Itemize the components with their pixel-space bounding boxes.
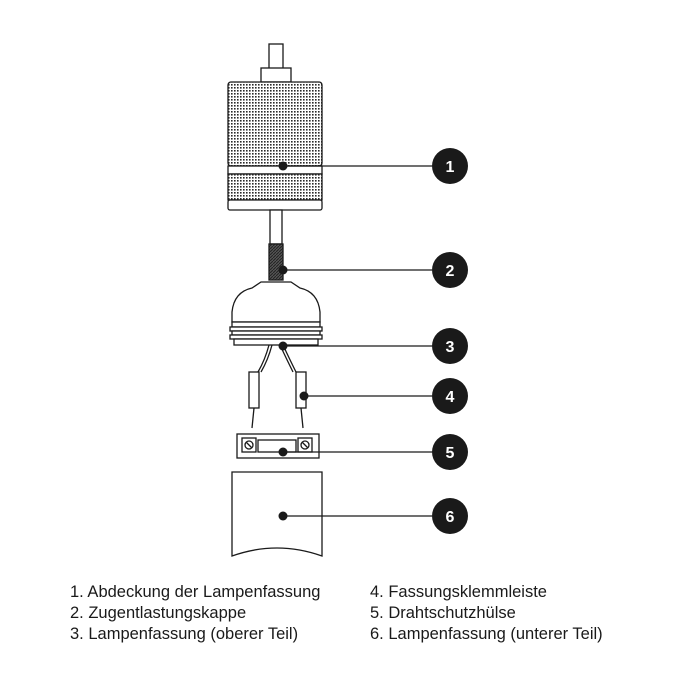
part-3-socket-upper [229, 281, 323, 373]
legend-item-5: 5. Drahtschutzhülse [370, 604, 516, 622]
callout-number: 5 [446, 445, 455, 462]
part-1-cover [227, 43, 323, 245]
part-6-socket-lower [231, 471, 323, 557]
leader-dots [278, 161, 309, 521]
legend-item-2: 2. Zugentlastungskappe [70, 604, 247, 622]
legend-item-3: 3. Lampenfassung (oberer Teil) [70, 625, 299, 643]
callout-number: 6 [446, 509, 455, 526]
callout-number: 2 [446, 263, 455, 280]
callout-number: 3 [446, 339, 455, 356]
callout-5: 5 [432, 434, 468, 470]
callout-1: 1 [432, 148, 468, 184]
part-4-terminal-strip [248, 371, 307, 429]
callout-number: 4 [446, 389, 455, 406]
callout-3: 3 [432, 328, 468, 364]
legend-item-6: 6. Lampenfassung (unterer Teil) [370, 625, 603, 643]
legend-item-1: 1. Abdeckung der Lampenfassung [70, 583, 321, 601]
legend-item-4: 4. Fassungsklemmleiste [370, 583, 547, 601]
callout-2: 2 [432, 252, 468, 288]
callout-number: 1 [446, 159, 455, 176]
legend-left-column: 1. Abdeckung der Lampenfassung 2. Zugent… [70, 582, 320, 645]
callout-4: 4 [432, 378, 468, 414]
callout-6: 6 [432, 498, 468, 534]
legend-right-column: 4. Fassungsklemmleiste 5. Drahtschutzhül… [370, 582, 603, 645]
part-5-wire-sleeve [236, 433, 320, 459]
part-2-strain-relief [268, 243, 284, 281]
leader-lines [283, 165, 432, 517]
